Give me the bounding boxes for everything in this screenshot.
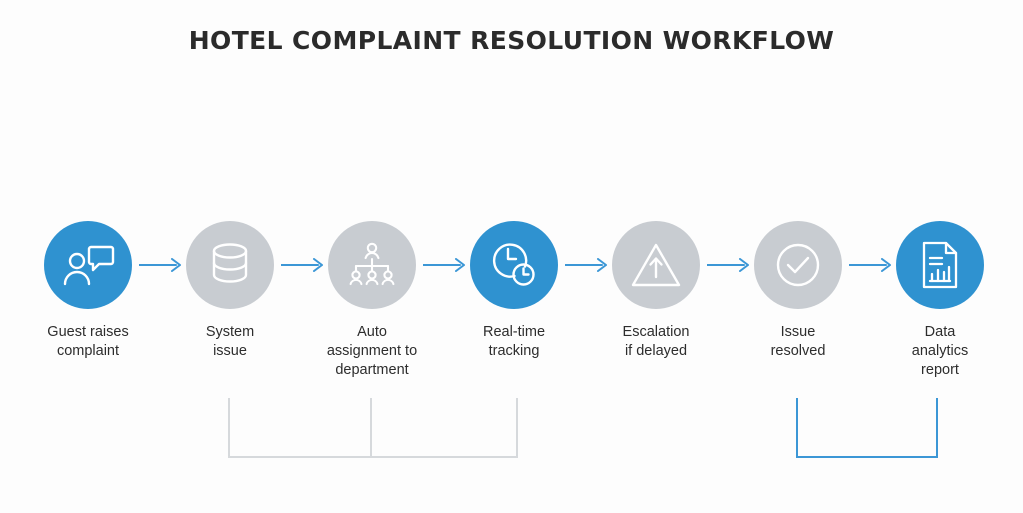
step-3-label: Auto assignment to department: [292, 323, 452, 380]
step-1-label-line1: Guest raises: [47, 324, 129, 340]
warning-triangle-up-arrow-icon: [630, 241, 682, 289]
gray-bracket-left-tick: [228, 398, 230, 458]
step-7-label-line2: analytics: [911, 343, 969, 359]
arrow-step-2-to-3: [280, 258, 327, 272]
step-2-label-line2: issue: [213, 343, 247, 359]
step-7-circle: [896, 221, 984, 309]
gray-bracket-middle-tick: [370, 398, 372, 458]
blue-bracket-left-tick: [796, 398, 798, 458]
arrow-step-1-to-2: [138, 258, 185, 272]
step-7-label-line3: report: [921, 362, 959, 378]
step-7-label: Data analytics report: [860, 323, 1020, 380]
workflow-step-5[interactable]: Escalation if delayed: [612, 221, 700, 359]
step-6-label-line2: resolved: [770, 343, 826, 359]
org-chart-icon: [347, 240, 397, 290]
step-2-label: System issue: [150, 323, 310, 361]
step-5-label: Escalation if delayed: [576, 323, 736, 361]
step-6-label-line1: Issue: [780, 324, 816, 340]
step-2-label-line1: System: [205, 324, 255, 340]
workflow-step-2[interactable]: System issue: [186, 221, 274, 359]
workflow-step-1[interactable]: Guest raises complaint: [44, 221, 132, 359]
gray-bracket-horizontal: [228, 456, 518, 458]
clock-icon: [489, 240, 539, 290]
arrow-step-6-to-7: [848, 258, 895, 272]
step-2-circle: [186, 221, 274, 309]
workflow-step-7[interactable]: Data analytics report: [896, 221, 984, 378]
workflow-step-6[interactable]: Issue resolved: [754, 221, 842, 359]
gray-bracket-right-tick: [516, 398, 518, 458]
blue-bracket-horizontal: [796, 456, 938, 458]
arrow-step-5-to-6: [706, 258, 753, 272]
step-5-circle: [612, 221, 700, 309]
arrow-step-3-to-4: [422, 258, 469, 272]
step-6-circle: [754, 221, 842, 309]
blue-bracket: [796, 398, 938, 458]
step-3-label-line2: assignment to: [326, 343, 418, 359]
step-4-label: Real-time tracking: [434, 323, 594, 361]
database-icon: [206, 240, 254, 290]
page-title: HOTEL COMPLAINT RESOLUTION WORKFLOW: [188, 26, 835, 55]
report-bar-chart-document-icon: [918, 240, 962, 290]
workflow-step-4[interactable]: Real-time tracking: [470, 221, 558, 359]
arrow-step-4-to-5: [564, 258, 611, 272]
step-4-label-line1: Real-time: [482, 324, 546, 340]
blue-bracket-right-tick: [936, 398, 938, 458]
step-5-label-line2: if delayed: [624, 343, 688, 359]
step-7-label-line1: Data: [924, 324, 956, 340]
workflow-step-3[interactable]: Auto assignment to department: [327, 221, 417, 378]
step-1-circle: [44, 221, 132, 309]
step-4-circle: [470, 221, 558, 309]
step-1-label-line2: complaint: [56, 343, 120, 359]
step-4-label-line2: tracking: [488, 343, 540, 359]
step-6-label: Issue resolved: [718, 323, 878, 361]
person-speech-bubble-icon: [61, 241, 115, 289]
gray-bracket: [228, 398, 518, 458]
step-3-circle: [328, 221, 416, 309]
step-3-label-line1: Auto: [357, 324, 387, 340]
step-5-label-line1: Escalation: [622, 324, 690, 340]
step-1-label: Guest raises complaint: [8, 323, 168, 361]
step-3-label-line3: department: [335, 362, 409, 378]
check-circle-icon: [773, 240, 823, 290]
